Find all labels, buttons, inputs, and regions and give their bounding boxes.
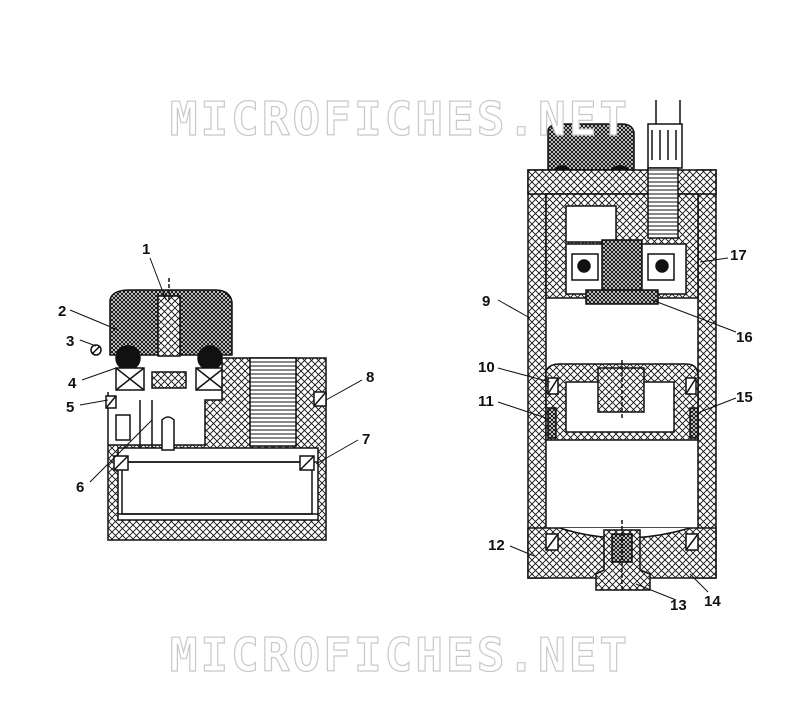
callout-10: 10 [478,359,495,376]
outer-tube-right [697,169,717,579]
left-assembly [90,278,327,541]
callout-labels: 1 2 3 4 5 6 7 8 9 10 11 12 13 14 15 16 1… [58,241,753,614]
callout-11: 11 [478,393,494,410]
callout-12: 12 [488,537,505,554]
o-ring-right [197,345,223,371]
callout-2: 2 [58,303,66,320]
callout-14: 14 [704,593,721,610]
right-assembly [527,100,717,591]
callout-13: 13 [670,597,687,614]
o-ring-left [115,345,141,371]
top-cap [547,123,635,171]
callout-17: 17 [730,247,747,264]
callout-7: 7 [362,431,370,448]
callout-1: 1 [142,241,150,258]
leader-lines [69,257,737,601]
callout-4: 4 [68,375,77,392]
callout-5: 5 [66,399,74,416]
callout-6: 6 [76,479,84,496]
watermark-bottom: MICROFICHES.NET [169,627,631,682]
center-shaft [157,295,181,357]
callout-9: 9 [482,293,490,310]
outer-tube-left [527,169,547,579]
callout-16: 16 [736,329,753,346]
callout-8: 8 [366,369,374,386]
callout-15: 15 [736,389,753,406]
watermark-top: MICROFICHES.NET [169,91,631,146]
callout-3: 3 [66,333,74,350]
